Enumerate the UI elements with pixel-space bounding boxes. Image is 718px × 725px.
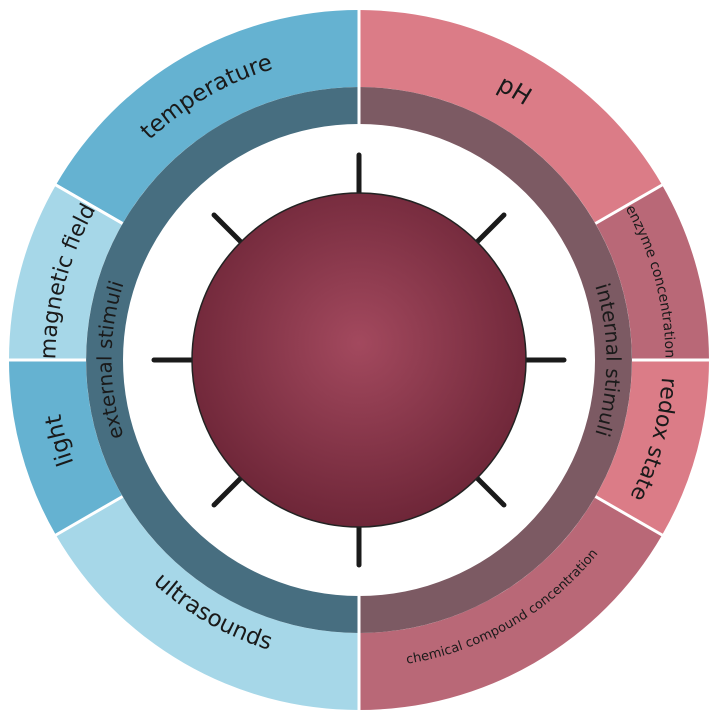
segment-temperature: [55, 10, 359, 224]
core-spike: [471, 212, 507, 248]
segment-light: [8, 360, 123, 535]
inner-ring: [86, 87, 632, 633]
core-spikes: [151, 152, 567, 568]
inner-ring-external: [86, 87, 360, 633]
segment-enzyme-concentration: [595, 185, 709, 360]
divider-line: [54, 183, 124, 225]
core-spike: [471, 472, 507, 508]
outer-ring: [8, 10, 709, 710]
segment-chemical-compound-concentration: [359, 496, 663, 710]
core-spike: [211, 472, 247, 508]
divider-line: [54, 495, 124, 537]
inner-ring-internal: [359, 87, 632, 633]
segment-ph: [359, 10, 663, 224]
segment-magnetic-field: [9, 185, 123, 360]
divider-line: [594, 183, 664, 225]
divider-line: [594, 495, 664, 537]
segment-ultrasounds: [55, 496, 359, 710]
ring-dividers: [8, 9, 710, 711]
segment-redox-state: [595, 360, 709, 535]
nanoparticle-core: [191, 192, 527, 528]
core-spike: [211, 212, 247, 248]
